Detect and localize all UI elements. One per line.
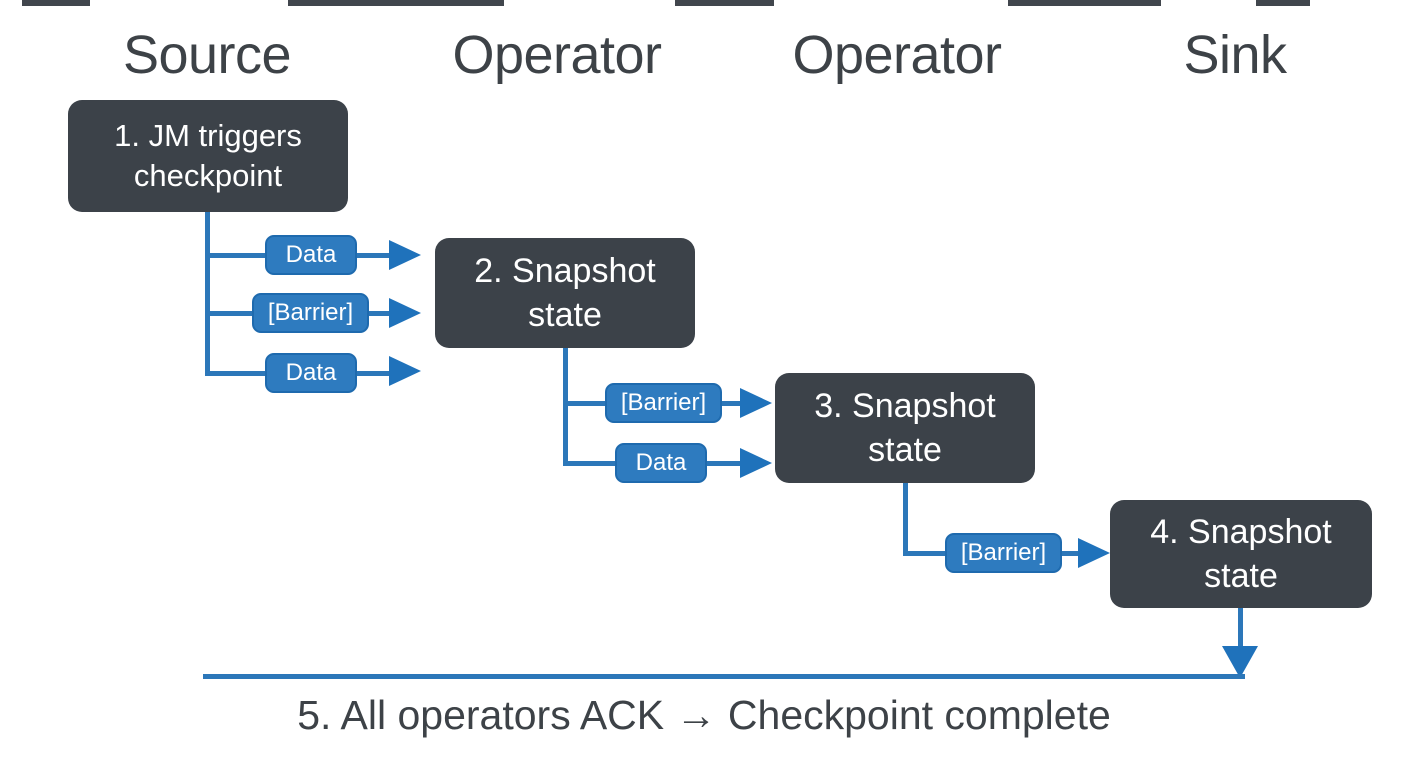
message-barrier: [Barrier] — [945, 533, 1062, 573]
flow-line — [357, 371, 391, 376]
flow-line — [903, 551, 947, 556]
node-label-line2: state — [868, 431, 942, 469]
lane-header-sink: Sink — [1183, 25, 1287, 85]
top-edge-artifact — [1008, 0, 1161, 6]
node-snapshot-state-3: 3. Snapshot state — [775, 373, 1035, 483]
node-label-line2: state — [528, 296, 602, 334]
lane-header-operator2: Operator — [792, 25, 1002, 85]
flow-line — [563, 348, 568, 466]
flow-line — [205, 371, 267, 376]
flow-line — [205, 253, 267, 258]
footer-caption: 5. All operators ACK → Checkpoint comple… — [297, 692, 1111, 738]
flow-line — [903, 483, 908, 556]
node-label-line1: 2. Snapshot — [474, 251, 656, 290]
arrowhead-down-icon — [1222, 646, 1258, 678]
node-snapshot-state-4: 4. Snapshot state — [1110, 500, 1372, 608]
top-edge-artifact — [22, 0, 90, 6]
node-label-line1: 3. Snapshot — [814, 386, 996, 425]
top-edge-artifact — [1256, 0, 1310, 6]
message-data: Data — [615, 443, 707, 483]
flow-line — [722, 401, 740, 406]
message-barrier: [Barrier] — [252, 293, 369, 333]
message-barrier: [Barrier] — [605, 383, 722, 423]
node-jm-triggers-checkpoint: 1. JM triggers checkpoint — [68, 100, 348, 212]
flow-line — [205, 212, 210, 376]
node-label-line1: 1. JM triggers — [114, 117, 302, 153]
node-label-line1: 4. Snapshot — [1150, 512, 1332, 551]
flow-line — [563, 401, 607, 406]
flow-line — [1238, 608, 1243, 648]
ack-line — [203, 674, 1245, 679]
flow-line — [563, 461, 617, 466]
arrowhead-right-icon — [389, 356, 421, 386]
flow-line — [205, 311, 254, 316]
top-edge-artifact — [288, 0, 504, 6]
flow-line — [707, 461, 740, 466]
arrowhead-right-icon — [740, 388, 772, 418]
lane-header-operator1: Operator — [452, 25, 662, 85]
node-label-line2: state — [1204, 557, 1278, 595]
message-data: Data — [265, 353, 357, 393]
node-snapshot-state-2: 2. Snapshot state — [435, 238, 695, 348]
flow-line — [369, 311, 391, 316]
arrowhead-right-icon — [389, 298, 421, 328]
flow-line — [1062, 551, 1078, 556]
arrowhead-right-icon — [389, 240, 421, 270]
arrowhead-right-icon — [740, 448, 772, 478]
flow-line — [357, 253, 391, 258]
arrowhead-right-icon — [1078, 538, 1110, 568]
message-data: Data — [265, 235, 357, 275]
lane-header-source: Source — [122, 25, 292, 85]
top-edge-artifact — [675, 0, 774, 6]
node-label-line2: checkpoint — [133, 158, 283, 193]
